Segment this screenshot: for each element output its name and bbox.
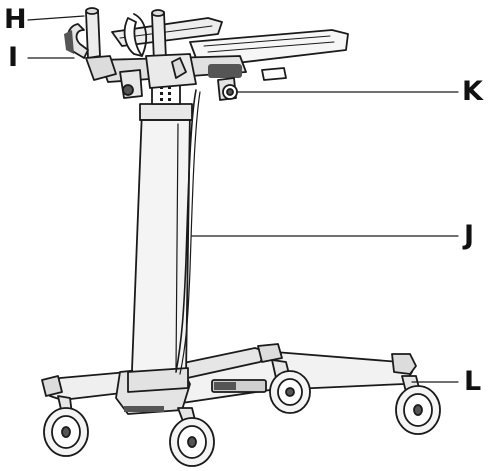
callout-label-h: H [4, 4, 27, 35]
leader-line-h [27, 15, 85, 21]
height-adjustable-column [127, 75, 201, 393]
callout-label-l: L [464, 366, 482, 397]
callout-label-j: J [464, 220, 475, 251]
callout-label-i: I [8, 42, 19, 73]
callout-leaders [27, 15, 459, 383]
callout-label-k: K [462, 76, 483, 107]
wheeled-base [41, 343, 441, 467]
top-assembly [64, 7, 349, 101]
